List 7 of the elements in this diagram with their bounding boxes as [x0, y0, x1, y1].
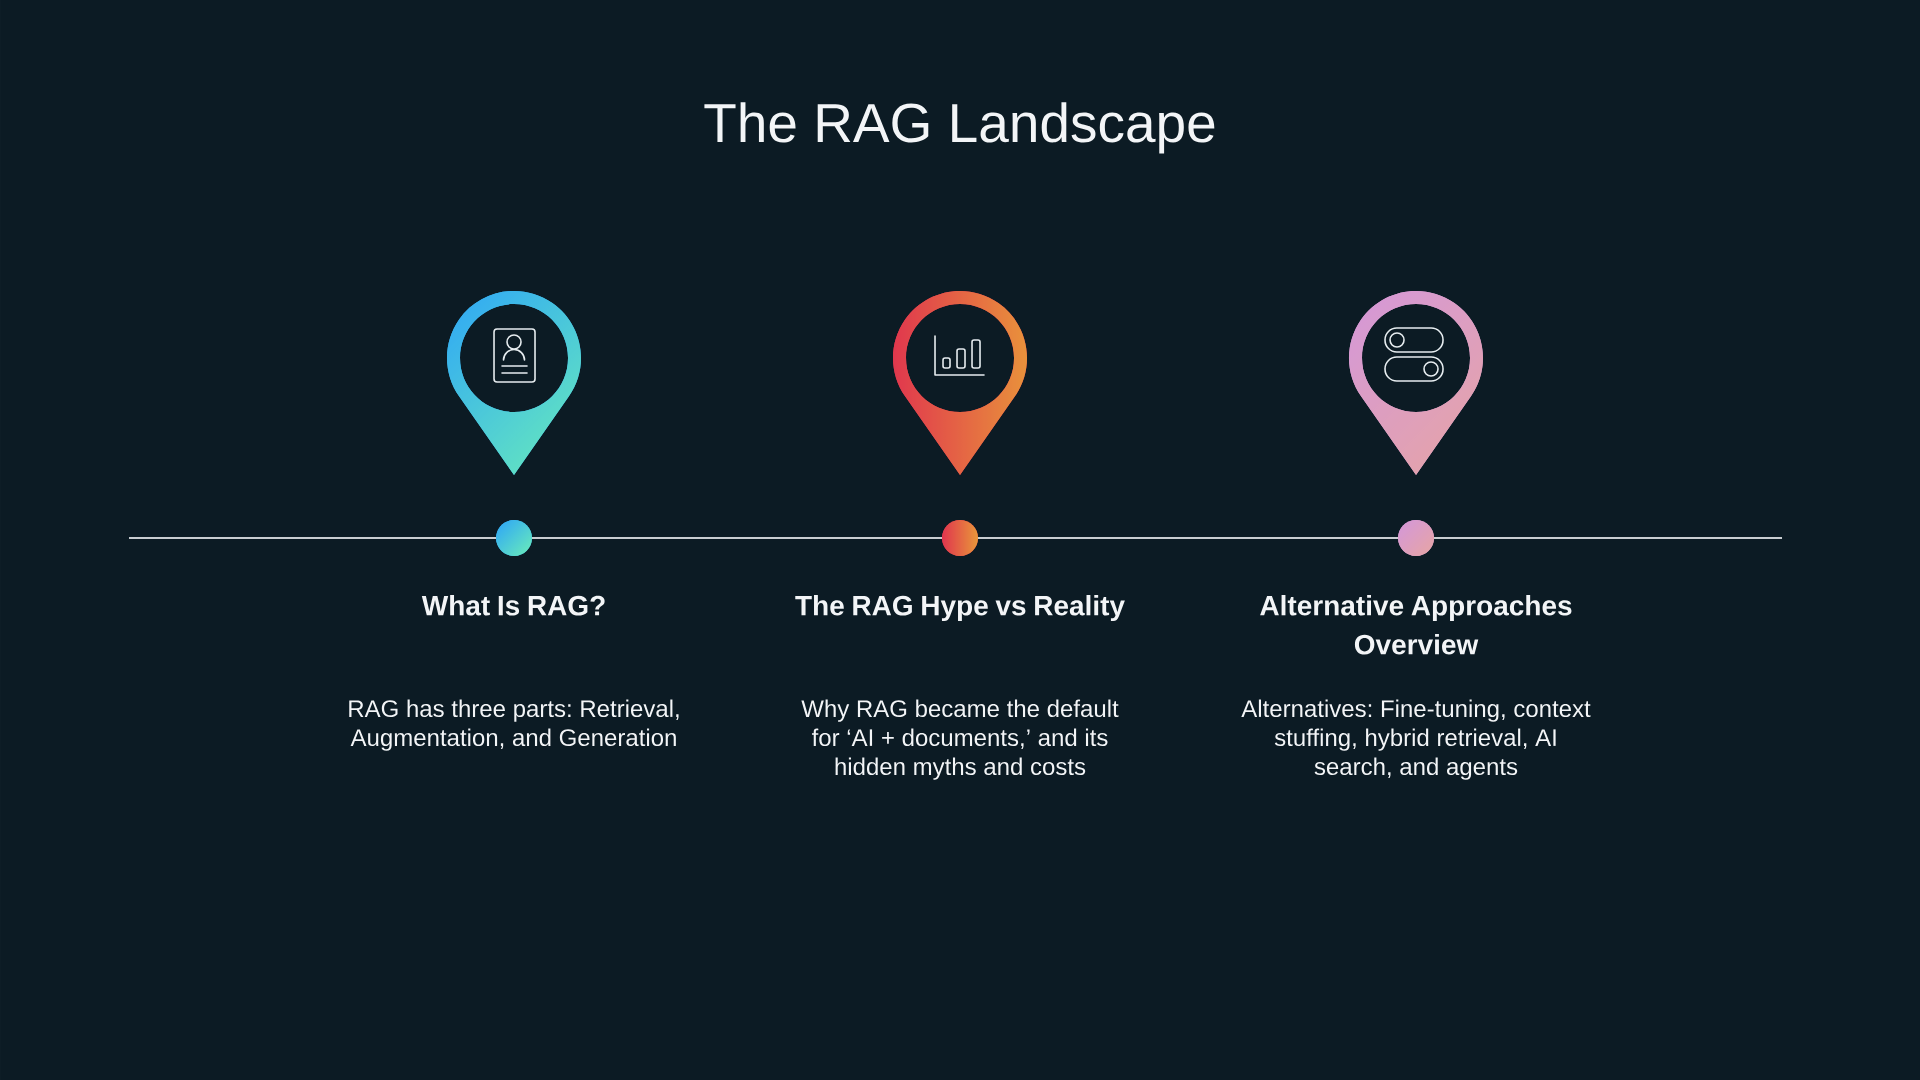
- milestone-description: Alternatives: Fine-tuning, context stuffing, hybrid retrieval, AI search, and agents: [1241, 699, 1591, 780]
- milestone-heading: The RAG Hype vs Reality: [795, 595, 1125, 622]
- milestone-heading: What Is RAG?: [421, 595, 605, 616]
- title: The RAG Landscape: [704, 102, 1215, 154]
- milestone-heading: Alternative Approaches Overview: [1260, 595, 1572, 655]
- milestone-description: Why RAG became the default for ‘AI + documents,’ and its hidden myths and costs: [801, 699, 1119, 780]
- milestone-description: RAG has three parts: Retrieval, Augmentation, and Generation: [349, 699, 679, 751]
